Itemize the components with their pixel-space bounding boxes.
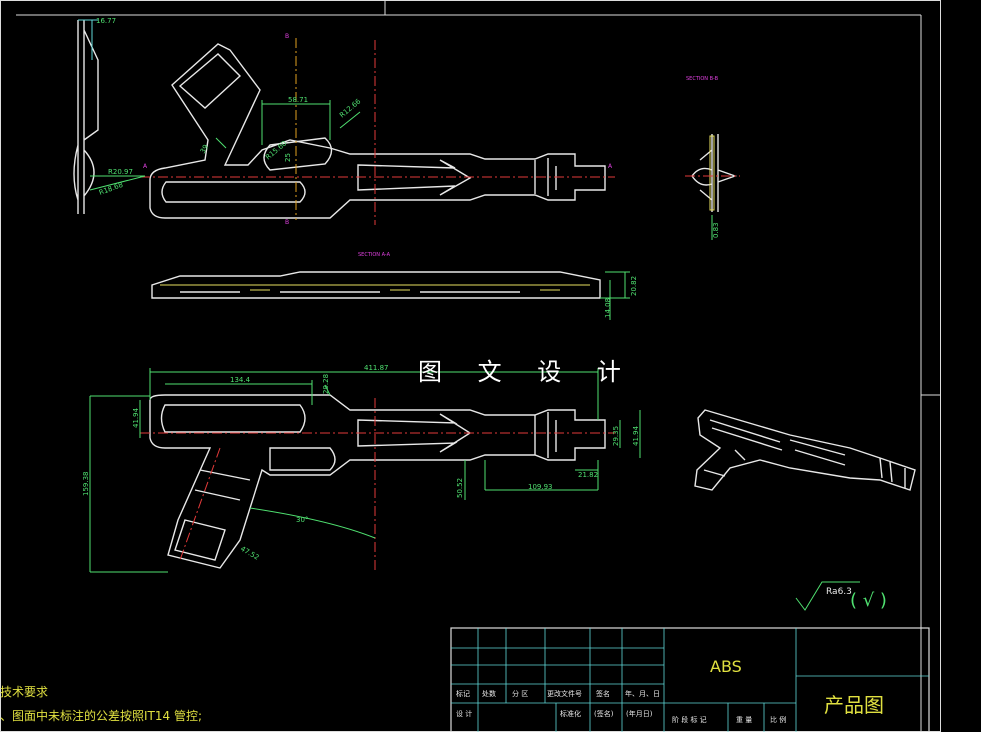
section-marker-b-bottom: B [285, 219, 289, 226]
dim-top-5: 25 [284, 153, 292, 162]
dim-top-1: 16.77 [96, 17, 116, 25]
isometric-view [694, 409, 916, 491]
dim-front-1: 411.87 [364, 364, 389, 372]
dim-top-7: R20.97 [108, 168, 133, 176]
dim-top-8: R18.68 [98, 181, 124, 197]
tb-header-4: 更改文件号 [547, 689, 582, 698]
tb-header-2: 处数 [482, 689, 496, 698]
notes-line-1: 、图面中未标注的公差按照IT14 管控; [0, 709, 202, 723]
dim-front-6: 41.94 [632, 425, 640, 446]
technical-notes: 技术要求 、图面中未标注的公差按照IT14 管控; [0, 680, 202, 728]
section-bb-label: SECTION B-B [686, 76, 719, 82]
roughness-mark: ( √ ) [850, 590, 887, 611]
tb-row2-4: (年月日) [626, 709, 653, 718]
section-marker-b-top: B [285, 33, 289, 40]
dim-top-2: 58.71 [288, 96, 308, 104]
section-marker-a-right: A [608, 163, 613, 170]
dim-front-5: 29.35 [612, 426, 620, 446]
roughness-value: Ra6.3 [826, 587, 852, 597]
tb-material: ABS [710, 657, 742, 676]
tb-bottom-1: 阶 段 标 记 [672, 715, 707, 724]
tb-header-5: 签名 [596, 689, 610, 698]
title-block: 标记 处数 分 区 更改文件号 签名 年、月、日 设 计 标准化 (签名) (年… [450, 627, 930, 732]
section-aa-dim-2: 14.08 [604, 298, 612, 318]
tb-header-6: 年、月、日 [625, 689, 660, 698]
dim-front-2: 134.4 [230, 376, 251, 384]
tb-row2-3: (签名) [594, 709, 614, 718]
watermark-text: 图 文 设 计 [418, 358, 635, 386]
tb-row2-1: 设 计 [456, 709, 472, 718]
tb-bottom-2: 重 量 [736, 716, 752, 724]
section-marker-a-left: A [143, 163, 148, 170]
tb-bottom-3: 比 例 [770, 715, 786, 724]
dim-top-3: R12.66 [338, 97, 363, 119]
notes-title: 技术要求 [0, 685, 49, 699]
dim-front-7: 21.82 [578, 471, 598, 479]
section-aa-dim-1: 20.82 [630, 276, 638, 296]
section-bb-dim: 0.83 [712, 222, 720, 238]
tb-part-name: 产品图 [824, 693, 884, 717]
dim-front-10: 159.38 [82, 472, 90, 497]
section-aa-label: SECTION A-A [358, 252, 391, 258]
dim-front-4: 41.94 [132, 407, 140, 428]
tb-row2-2: 标准化 [560, 709, 581, 718]
top-view: 16.77 58.71 R12.66 R15.60 25 39 R20.97 R… [73, 17, 615, 226]
dim-front-11: 30° [296, 516, 308, 524]
tb-header-1: 标记 [456, 689, 470, 698]
section-aa-view: SECTION A-A 20.82 14.08 [151, 252, 638, 320]
dim-front-8: 109.93 [528, 483, 553, 491]
dim-front-3: 29.28 [322, 374, 330, 394]
front-view: 411.87 134.4 29.28 41.94 29.35 41.94 21.… [82, 364, 641, 573]
section-bb-view: SECTION B-B 0.83 [685, 76, 740, 240]
dim-front-12: 47.52 [239, 545, 260, 562]
roughness-symbol: Ra6.3 ( √ ) [795, 581, 887, 611]
dim-top-6: 39 [199, 143, 210, 155]
dim-front-9: 50.52 [456, 478, 464, 498]
tb-header-3: 分 区 [512, 689, 528, 698]
